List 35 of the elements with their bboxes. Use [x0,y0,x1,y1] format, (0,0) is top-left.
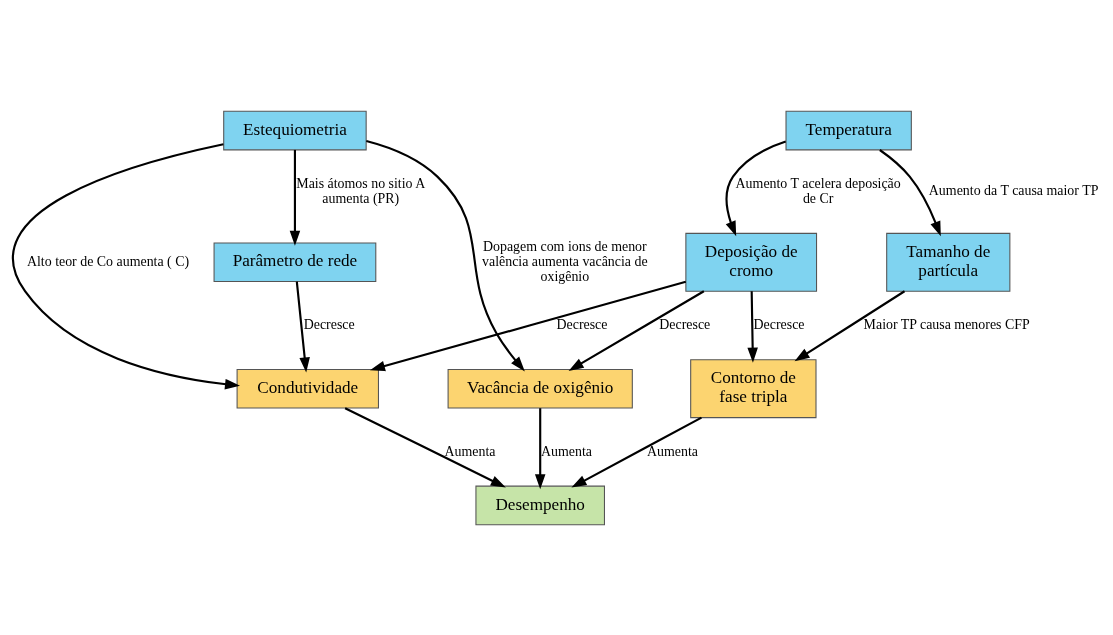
edge-label: Decresce [753,316,805,332]
edge-label: Decresce [659,316,711,332]
node-box: Deposição de cromo [685,232,818,292]
edge-label: Dopagem com ions de menor valência aumenta vacância de oxigênio [482,238,648,284]
edge-label: Aumenta [444,443,496,459]
node-box: Tamanho de partícula [886,232,1011,292]
edge-label: Aumento T acelera deposição de Cr [735,175,901,206]
edge-label: Maior TP causa menores CFP [863,316,1030,332]
arrow [794,289,906,361]
arrow [879,148,941,236]
edge-label: Mais átomos no sitio A aumenta (PR) [296,175,426,206]
edge-label: Aumenta [540,443,592,459]
node-box: Vacância de oxigênio [447,368,633,408]
edge-label: Aumento da T causa maior TP [928,182,1099,198]
arrow [370,280,687,371]
node-box: Condutividade [236,368,379,408]
node-box: Estequiometria [223,110,367,150]
node-box: Contorno de fase tripla [690,358,817,418]
edge-label: Alto teor de Co aumenta ( C) [26,253,190,269]
arrow [366,139,525,371]
node-box: Desempenho [475,485,605,525]
node-box: Temperatura [785,110,912,150]
arrow [571,416,702,488]
edge-label: Decresce [303,316,355,332]
edge-label: Decresce [556,316,608,332]
arrow [344,406,506,487]
arrow [747,290,758,363]
arrow [12,142,240,389]
node-box: Parâmetro de rede [213,242,377,282]
arrow [295,281,310,372]
arrow [534,407,546,489]
arrow [568,289,705,371]
edge-label: Aumenta [646,443,698,459]
arrow [725,140,787,236]
arrow [289,149,301,246]
